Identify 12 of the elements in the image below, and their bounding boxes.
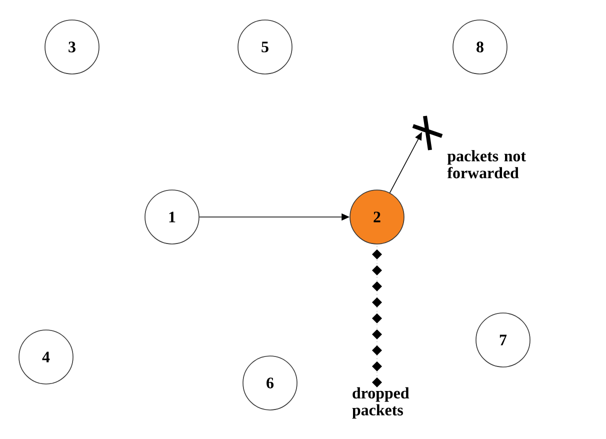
diamond-line xyxy=(372,246,382,388)
network-node: 3 xyxy=(44,20,100,74)
network-node: 7 xyxy=(476,312,530,368)
network-node: 1 xyxy=(144,190,200,244)
network-node: 8 xyxy=(452,20,508,74)
node-label: dropped packets xyxy=(352,387,410,419)
network-node: 6 xyxy=(242,356,298,410)
arrow xyxy=(389,132,422,194)
network-node: 4 xyxy=(18,330,74,384)
annotation-text: packets not forwarded xyxy=(447,150,526,178)
network-node: 5 xyxy=(238,20,292,74)
network-node: 2 xyxy=(350,190,404,244)
